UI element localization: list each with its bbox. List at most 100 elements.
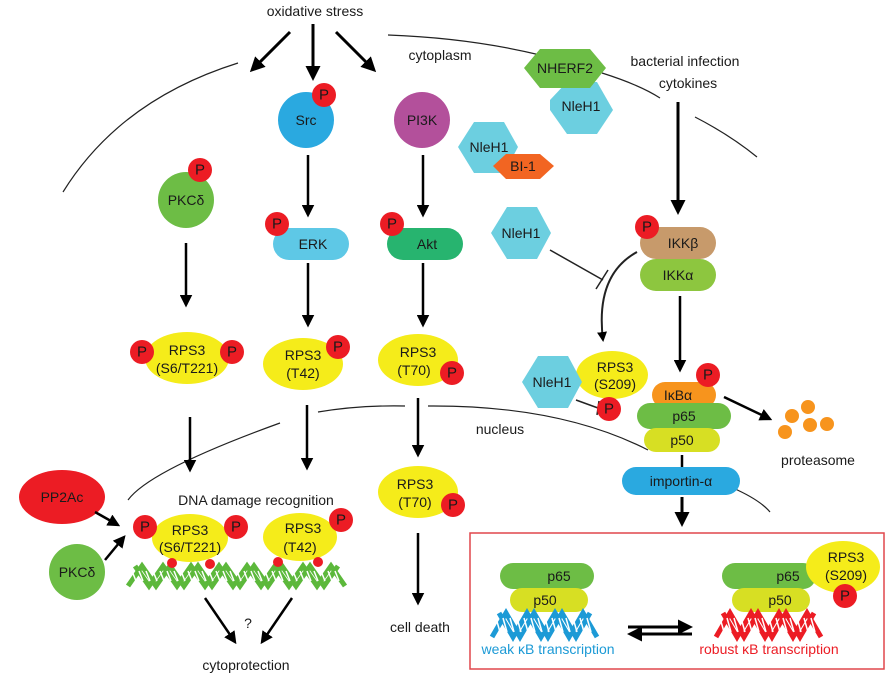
box-p50-right-label: p50 bbox=[768, 592, 792, 608]
dna-strand bbox=[803, 617, 809, 633]
cell-membrane-right bbox=[601, 72, 661, 99]
p-label: P bbox=[227, 344, 237, 361]
dna-strand bbox=[201, 570, 207, 582]
dna-strand bbox=[250, 570, 256, 582]
ikkb-phospho bbox=[635, 215, 659, 239]
inhibit-bar bbox=[595, 269, 609, 290]
box-p65-right-label: p65 bbox=[776, 568, 800, 584]
dna-strand bbox=[229, 570, 235, 582]
dna-strand bbox=[733, 617, 739, 633]
box-rps3-s209-phospho bbox=[833, 584, 857, 608]
ikkb-phospho-label: P bbox=[642, 219, 652, 236]
proteasome-label: proteasome bbox=[781, 452, 855, 468]
p50-label: p50 bbox=[670, 432, 694, 448]
importin-label: importin-α bbox=[650, 473, 713, 489]
rps3-s209-phospho bbox=[597, 397, 621, 421]
rps3-t42-site: (T42) bbox=[286, 365, 319, 381]
src-phospho bbox=[312, 83, 336, 107]
nleh1-a-label: NleH1 bbox=[562, 98, 601, 114]
dna-strand bbox=[313, 570, 319, 582]
rps3-s209-node bbox=[576, 351, 648, 399]
pkc-top-phospho-label: P bbox=[195, 162, 205, 179]
robust-transcription-label: robust κB transcription bbox=[699, 641, 838, 657]
nleh1-hex-a bbox=[550, 82, 613, 134]
dna-strand bbox=[215, 570, 221, 582]
nuclear-rps3-t70-phospho bbox=[441, 493, 465, 517]
p65-node bbox=[637, 403, 731, 429]
rps3-t70-site: (T70) bbox=[397, 362, 430, 378]
dna-helix-red bbox=[713, 608, 824, 642]
pp2ac-node bbox=[19, 470, 105, 524]
rps3-s209-name: RPS3 bbox=[597, 359, 634, 375]
dna-strand bbox=[747, 617, 753, 633]
rps3-s6t221-phospho-left bbox=[130, 340, 154, 364]
dna-contact bbox=[167, 558, 177, 568]
dna-strand bbox=[740, 617, 746, 633]
akt-phospho-label: P bbox=[387, 216, 397, 233]
arrow-os-left bbox=[249, 30, 292, 73]
ikba-label: IκBα bbox=[664, 387, 692, 403]
nuclear-rps3-s6t221-phospho-right bbox=[224, 515, 248, 539]
nuclear-rps3-s6t221-site: (S6/T221) bbox=[159, 539, 221, 555]
ikka-node bbox=[640, 259, 716, 291]
cytokines-label: cytokines bbox=[659, 75, 717, 91]
pkc-bottom-node bbox=[49, 544, 105, 600]
box-p65-left bbox=[500, 563, 594, 589]
bi1-hex bbox=[493, 154, 554, 179]
dna-strand bbox=[565, 617, 571, 633]
ikka-label: IKKα bbox=[663, 267, 694, 283]
dna-strand bbox=[208, 570, 214, 582]
importin-node bbox=[622, 467, 740, 495]
pkc-top-label: PKCδ bbox=[168, 192, 205, 208]
erk-node bbox=[273, 228, 349, 260]
dna-contact bbox=[313, 557, 323, 567]
dna-strand bbox=[523, 617, 529, 633]
p-label: P bbox=[703, 367, 713, 384]
dna-strand bbox=[348, 570, 354, 582]
proteasome-icon bbox=[778, 400, 834, 439]
nherf2-label: NHERF2 bbox=[537, 60, 593, 76]
dna-strand bbox=[264, 570, 270, 582]
dna-strand bbox=[334, 570, 340, 582]
rps3-s6t221-phospho-right bbox=[220, 340, 244, 364]
dna-strand bbox=[516, 617, 522, 633]
p-label: P bbox=[140, 519, 150, 536]
oxidative-stress-label: oxidative stress bbox=[267, 3, 363, 19]
pp2ac-label: PP2Ac bbox=[41, 489, 84, 505]
dna-strand bbox=[257, 570, 263, 582]
rps3-t42-phospho bbox=[326, 335, 350, 359]
dna-strand bbox=[159, 570, 165, 582]
p-label: P bbox=[333, 339, 343, 356]
pi3k-node bbox=[394, 92, 450, 148]
cytoplasm-label: cytoplasm bbox=[408, 47, 471, 63]
dna-strand bbox=[789, 617, 795, 633]
dna-strand bbox=[243, 570, 249, 582]
nuclear-rps3-t70-node bbox=[378, 466, 458, 518]
dna-strand bbox=[544, 617, 550, 633]
box-rps3-s209-node bbox=[806, 541, 880, 593]
erk-phospho bbox=[265, 212, 289, 236]
dna-strand bbox=[194, 570, 200, 582]
p65-label: p65 bbox=[672, 408, 696, 424]
dna-strand bbox=[145, 570, 151, 582]
nuclear-membrane-left bbox=[127, 422, 281, 501]
p-label: P bbox=[336, 512, 346, 529]
nuclear-rps3-s6t221-name: RPS3 bbox=[172, 522, 209, 538]
dna-strand bbox=[775, 617, 781, 633]
dna-strand bbox=[551, 617, 557, 633]
cytoprotection-label: cytoprotection bbox=[202, 657, 289, 673]
nuclear-membrane-right bbox=[427, 405, 649, 451]
nleh1-d-label: NleH1 bbox=[533, 374, 572, 390]
dna-strand bbox=[173, 570, 179, 582]
p50-node bbox=[644, 428, 720, 452]
nleh1-hex-d bbox=[522, 356, 582, 408]
dna-strand bbox=[509, 617, 515, 633]
pkc-top-node bbox=[158, 172, 214, 228]
rps3-s6t221-site: (S6/T221) bbox=[156, 360, 218, 376]
dna-strand bbox=[132, 561, 348, 591]
dna-strand bbox=[593, 617, 599, 633]
cell-membrane-far-right bbox=[694, 116, 758, 158]
nuclear-rps3-t42-phospho bbox=[329, 508, 353, 532]
nleh1-hex-c bbox=[491, 207, 551, 259]
